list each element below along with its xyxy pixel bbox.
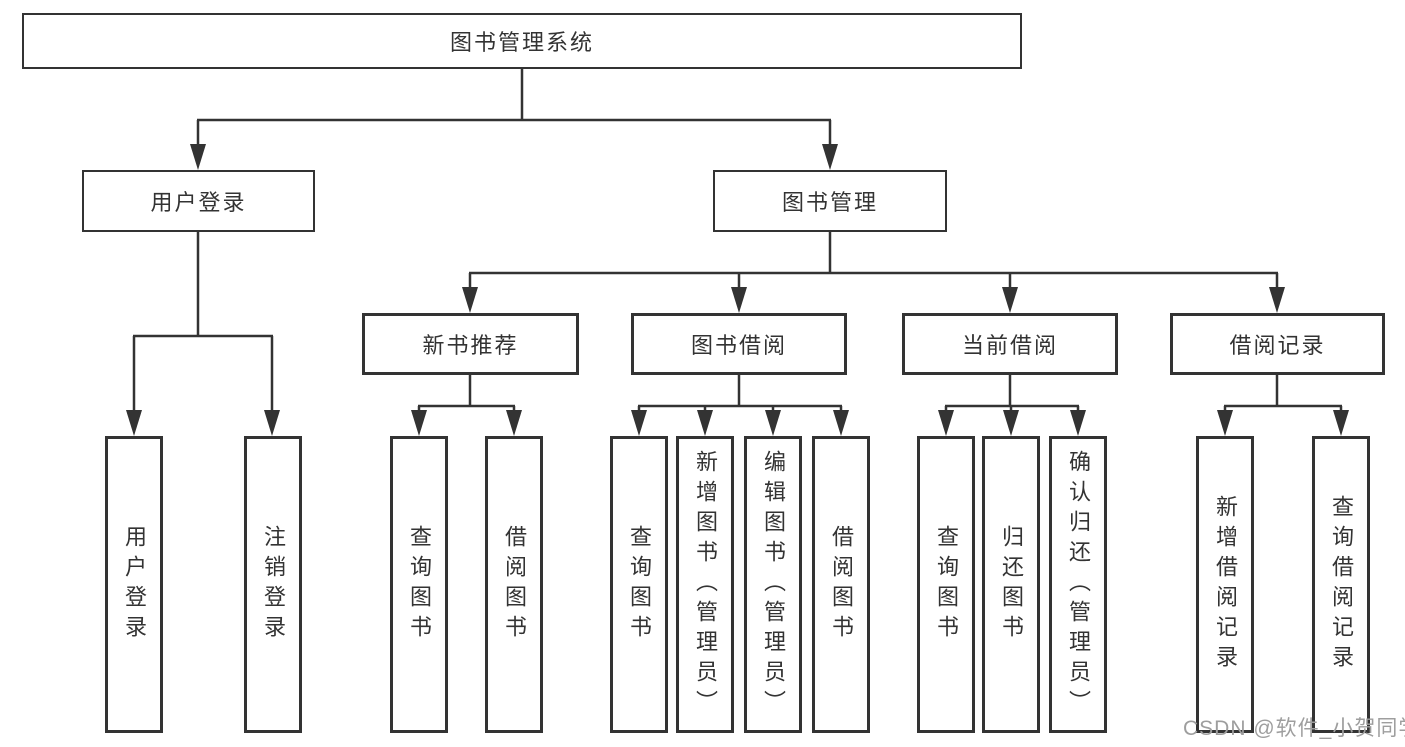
leaf-logout-login: 注销登录 (244, 436, 302, 733)
leaf-query-books-2: 查询图书 (610, 436, 668, 733)
node-label: 查询图书 (407, 524, 432, 645)
node-user-login: 用户登录 (82, 170, 315, 232)
node-label: 注销登录 (261, 524, 286, 645)
node-library-management-system: 图书管理系统 (22, 13, 1022, 69)
node-label: 图书管理系统 (449, 30, 594, 55)
node-book-management: 图书管理 (713, 170, 947, 232)
node-label: 借阅图书 (829, 524, 854, 645)
node-label: 借阅图书 (502, 524, 527, 645)
arrowhead-icons (126, 144, 1349, 436)
node-label: 图书管理 (781, 190, 878, 215)
leaf-add-books-admin: 新增图书（管理员） (676, 436, 734, 733)
node-book-borrowing: 图书借阅 (631, 313, 847, 375)
node-label: 编辑图书（管理员） (761, 449, 786, 720)
leaf-query-books-3: 查询图书 (917, 436, 975, 733)
leaf-user-login: 用户登录 (105, 436, 163, 733)
leaf-query-borrow-record: 查询借阅记录 (1312, 436, 1370, 733)
leaf-borrow-books-2: 借阅图书 (812, 436, 870, 733)
node-new-book-recommendation: 新书推荐 (362, 313, 579, 375)
csdn-watermark: CSDN @软件_小贺同学 (1183, 717, 1405, 740)
node-label: 查询图书 (934, 524, 959, 645)
node-label: 归还图书 (999, 524, 1024, 645)
node-label: 新增图书（管理员） (693, 449, 718, 720)
leaf-add-borrow-record: 新增借阅记录 (1196, 436, 1254, 733)
node-label: 查询图书 (627, 524, 652, 645)
node-label: 用户登录 (122, 524, 147, 645)
leaf-return-books: 归还图书 (982, 436, 1040, 733)
node-borrowing-records: 借阅记录 (1170, 313, 1385, 375)
leaf-query-books: 查询图书 (390, 436, 448, 733)
leaf-borrow-books: 借阅图书 (485, 436, 543, 733)
node-label: 确认归还（管理员） (1066, 449, 1091, 720)
node-label: 用户登录 (150, 190, 247, 215)
node-label: 图书借阅 (690, 333, 787, 358)
leaf-edit-books-admin: 编辑图书（管理员） (744, 436, 802, 733)
leaf-confirm-return-admin: 确认归还（管理员） (1049, 436, 1107, 733)
node-current-borrowing: 当前借阅 (902, 313, 1118, 375)
node-label: 当前借阅 (961, 333, 1058, 358)
node-label: 借阅记录 (1229, 333, 1326, 358)
node-label: 查询借阅记录 (1329, 494, 1354, 675)
node-label: 新书推荐 (422, 333, 519, 358)
node-label: 新增借阅记录 (1213, 494, 1238, 675)
